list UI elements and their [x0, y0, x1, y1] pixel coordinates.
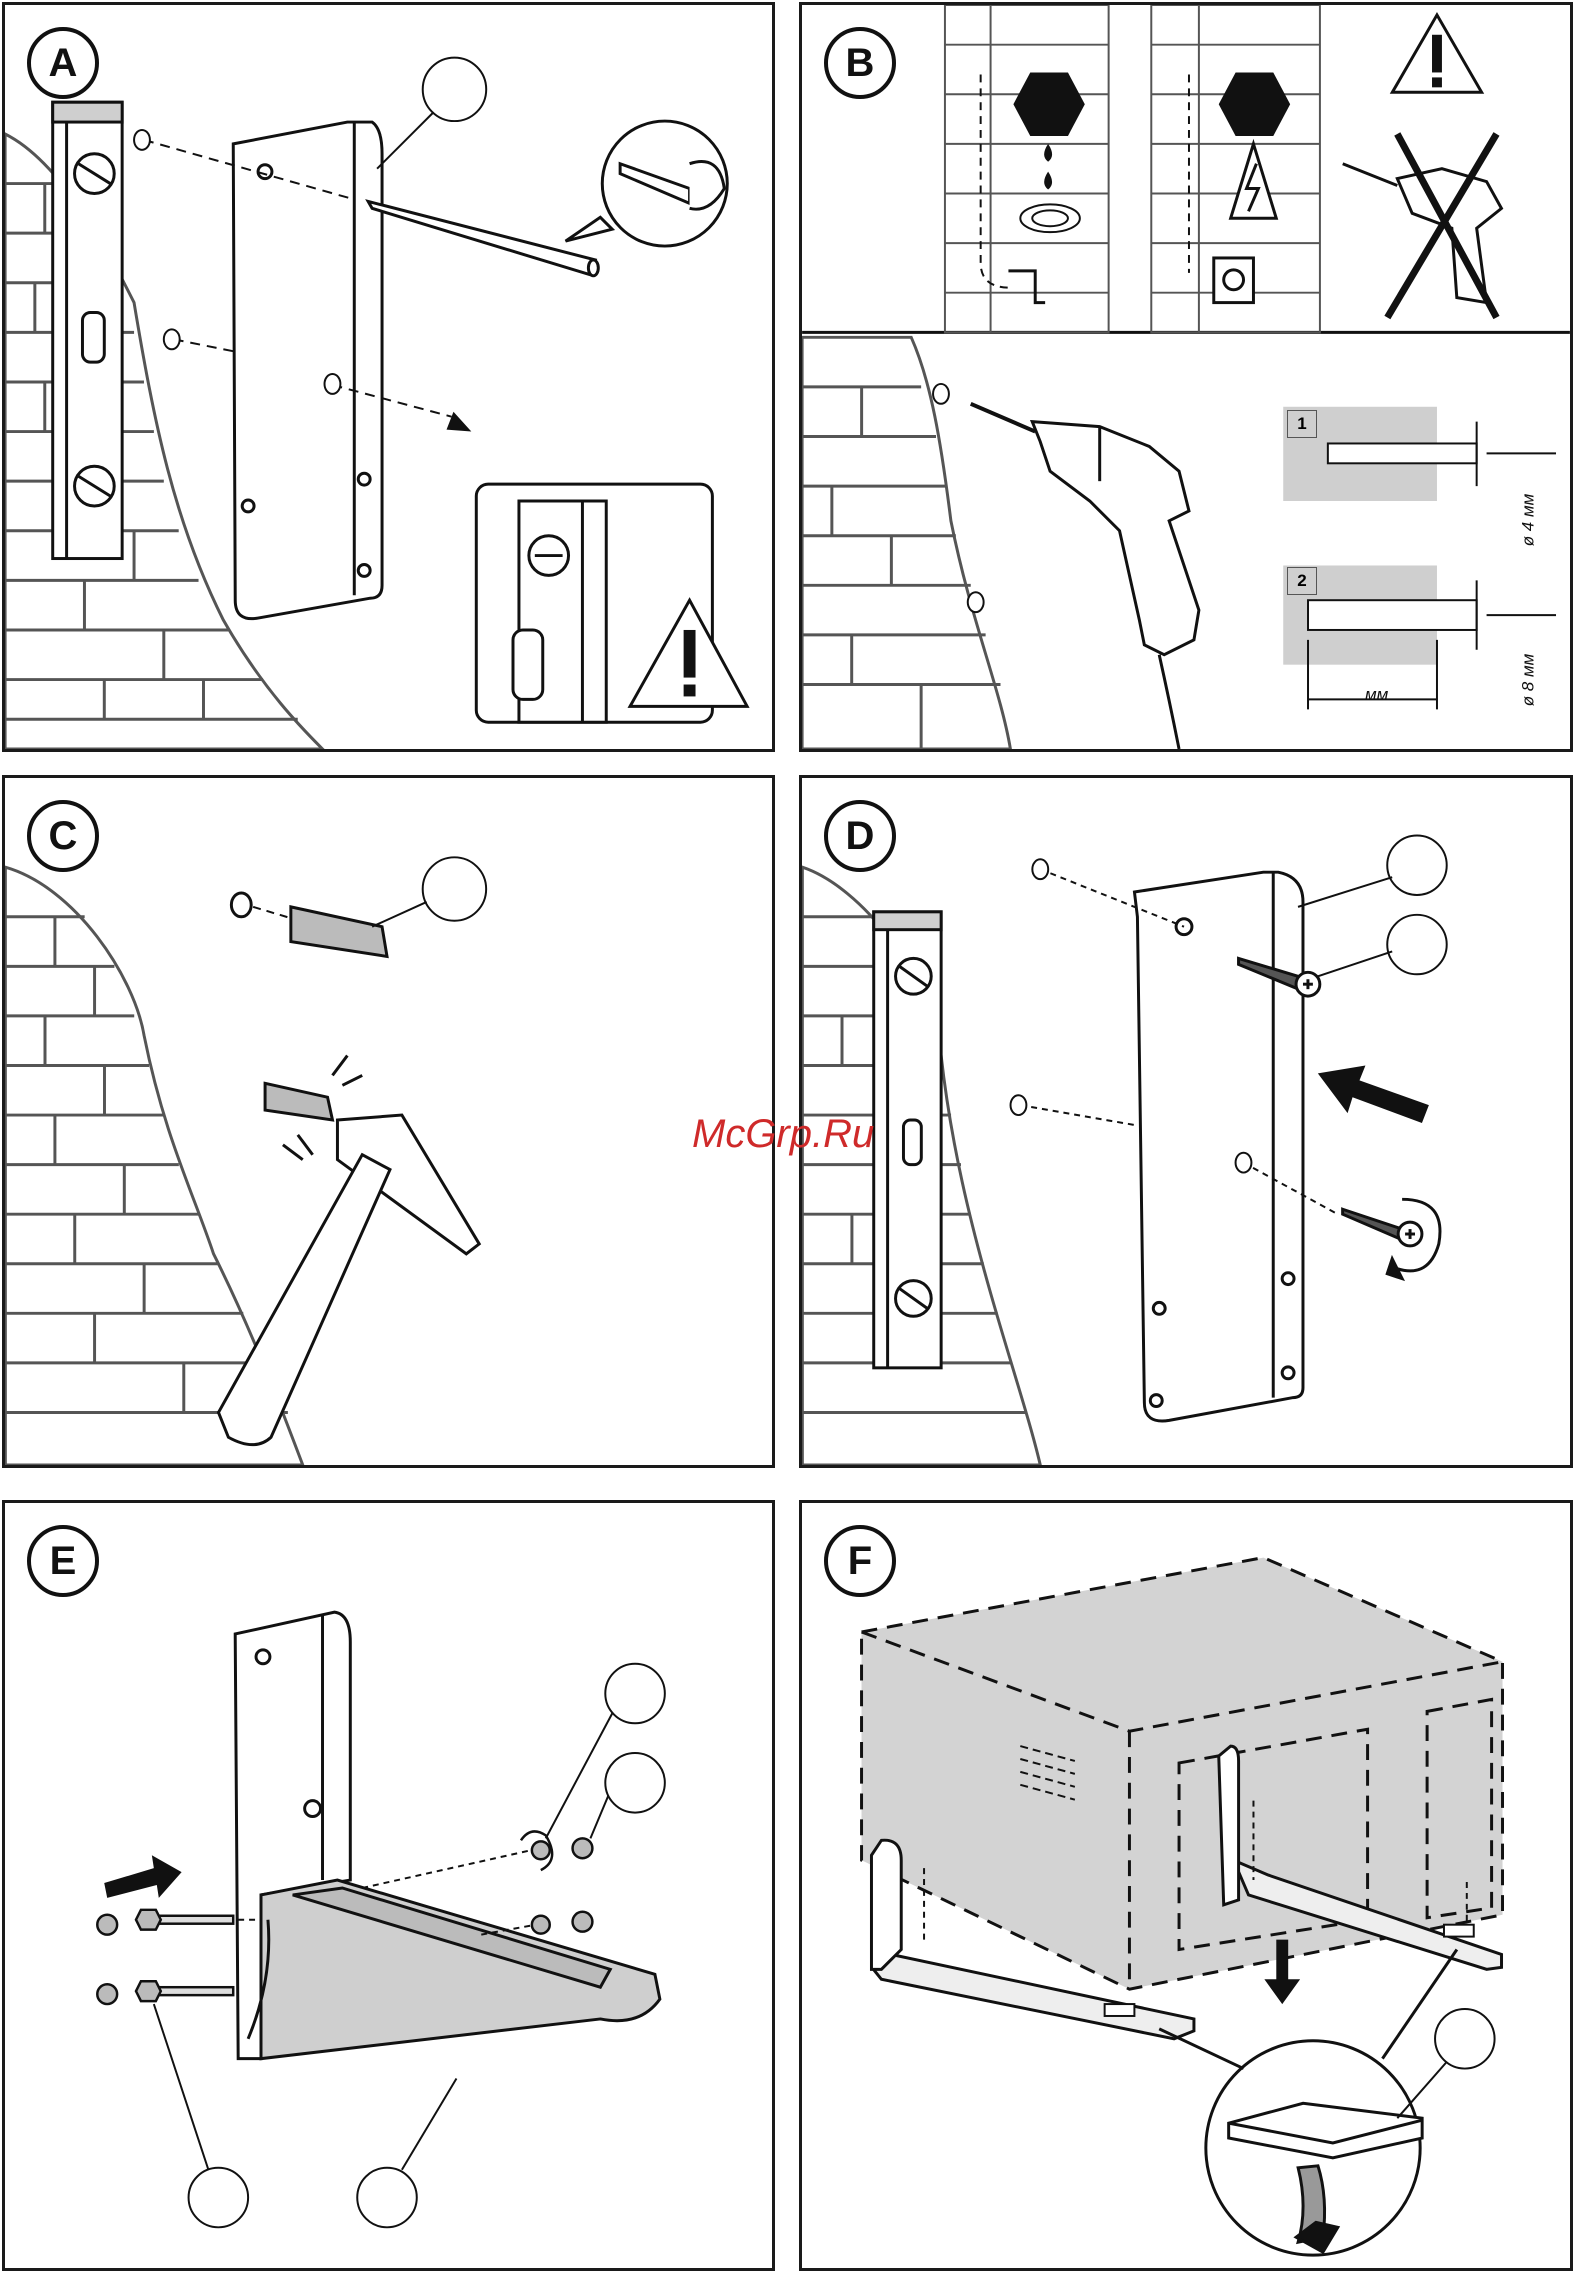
wall-pipe-sketch — [945, 5, 1109, 332]
diameter-label-2: ø 8 мм — [1518, 654, 1538, 707]
callout-circle-e4 — [357, 2168, 417, 2228]
hammer — [218, 1115, 479, 1445]
panel-f-illustration — [802, 1503, 1570, 2268]
drill — [971, 404, 1199, 749]
watermark-text: McGrp.Ru — [692, 1112, 874, 1157]
panel-a-illustration — [5, 5, 772, 749]
step-letter-a: A — [27, 27, 99, 99]
callout-circle-a — [423, 58, 486, 121]
spirit-level-d — [874, 912, 941, 1368]
panel-f: F — [799, 1500, 1573, 2271]
pencil — [368, 201, 598, 275]
panel-d-illustration — [802, 778, 1570, 1465]
panel-c-illustration — [5, 778, 772, 1465]
bolts — [97, 1910, 233, 2004]
panel-b: B — [799, 2, 1573, 752]
depth-label: мм — [1365, 685, 1388, 705]
electric-warning-icon — [1231, 144, 1277, 218]
hexagon-icon-2 — [1219, 72, 1290, 135]
step-letter-d: D — [824, 800, 896, 872]
step-number-1: 1 — [1287, 410, 1317, 438]
callout-circle-c — [423, 857, 486, 920]
panel-e-illustration — [5, 1503, 772, 2268]
push-arrow-d — [1318, 1065, 1429, 1122]
callout-circle-e2 — [605, 1753, 665, 1813]
level-inset — [476, 484, 747, 722]
pencil-detail-bubble — [566, 121, 728, 246]
screw-bottom — [1343, 1199, 1440, 1278]
step-letter-c: C — [27, 800, 99, 872]
drill-depth-diagram-1 — [1283, 407, 1556, 501]
mounting-rail — [233, 122, 382, 619]
bracket — [235, 1612, 660, 2058]
push-arrow-e — [104, 1855, 181, 1898]
drill-depth-diagram-2 — [1283, 565, 1556, 709]
callout-circle-d1 — [1387, 835, 1446, 894]
callout-circle-e1 — [605, 1664, 665, 1724]
hexagon-icon — [1013, 72, 1084, 135]
mounting-rail-d — [1134, 872, 1303, 1421]
nuts — [521, 1831, 592, 1933]
callout-circle-d2 — [1387, 915, 1446, 974]
panel-d: D — [799, 775, 1573, 1468]
panel-c: C — [2, 775, 775, 1468]
spirit-level — [53, 102, 122, 558]
wall-lower-b — [802, 337, 1010, 749]
panel-b-illustration — [802, 5, 1570, 749]
step-letter-e: E — [27, 1525, 99, 1597]
wall-plug — [291, 907, 387, 957]
panel-a: A — [2, 2, 775, 752]
step-letter-b: B — [824, 27, 896, 99]
callout-circle-e3 — [189, 2168, 249, 2228]
diameter-label-1: ø 4 мм — [1518, 494, 1538, 547]
step-letter-f: F — [824, 1525, 896, 1597]
step-number-2: 2 — [1287, 567, 1317, 595]
wall-electric-sketch — [1151, 5, 1320, 332]
callout-circle-f — [1435, 2009, 1495, 2069]
panel-e: E — [2, 1500, 775, 2271]
wall-plug-inserted — [265, 1083, 332, 1120]
